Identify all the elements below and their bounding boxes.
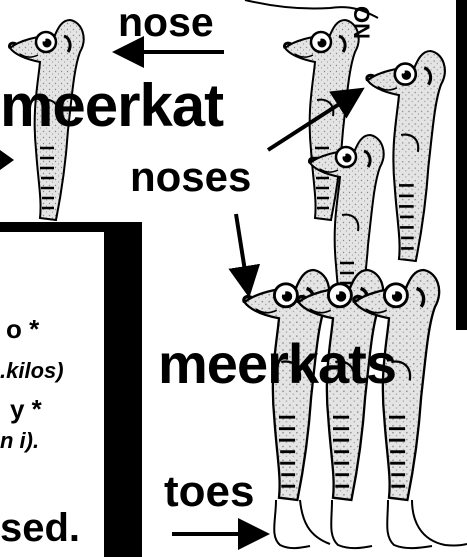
- label-toes: toes: [164, 470, 254, 514]
- label-meerkat: meerkat: [0, 76, 223, 136]
- box-line-1: o *: [6, 316, 39, 342]
- label-on-vertical: ON: [350, 6, 372, 39]
- box-line-3: y *: [10, 396, 42, 422]
- arrow-to-nose-lower: [236, 214, 248, 290]
- box-line-4: n i).: [0, 430, 39, 452]
- edge-bar: [456, 0, 467, 330]
- label-nose: nose: [118, 2, 214, 43]
- label-meerkats: meerkats: [158, 336, 396, 392]
- toes-drawing: [274, 500, 467, 548]
- label-noses: noses: [130, 156, 251, 198]
- box-line-2: .kilos): [0, 360, 64, 382]
- box-line-5: sed.: [0, 508, 80, 548]
- arrow-fragment: [0, 150, 14, 170]
